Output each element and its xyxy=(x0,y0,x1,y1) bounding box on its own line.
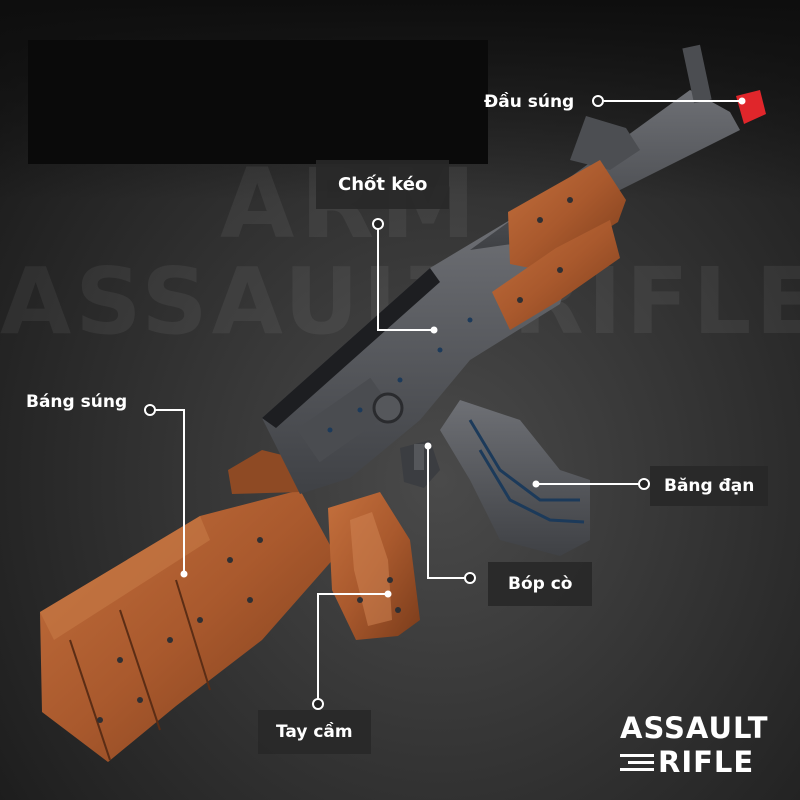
label-muzzle: Đầu súng xyxy=(484,92,575,112)
label-trigger: Bóp cò xyxy=(488,562,593,606)
callout-endpoints xyxy=(180,97,746,598)
brand-line-2: RIFLE xyxy=(658,745,755,779)
rifle-handguard xyxy=(492,160,626,330)
rifle-pistol-grip xyxy=(328,492,420,640)
label-stock: Báng súng xyxy=(26,392,128,412)
brand-logo: ASSAULT RIFLE xyxy=(620,712,768,778)
brand-row: RIFLE xyxy=(620,746,768,778)
speed-lines-icon xyxy=(620,753,654,771)
callout-markers xyxy=(144,95,650,710)
brand-line-1: ASSAULT xyxy=(620,711,769,745)
label-bolt: Chốt kéo xyxy=(316,160,450,209)
blank-banner xyxy=(28,40,488,164)
rifle-trigger-group xyxy=(400,440,440,488)
callout-lines xyxy=(150,100,742,702)
label-grip: Tay cầm xyxy=(258,710,371,754)
muzzle-tip xyxy=(736,90,766,124)
rifle-magazine xyxy=(440,400,590,556)
label-magazine: Băng đạn xyxy=(650,466,769,506)
rifle-receiver xyxy=(262,214,578,494)
